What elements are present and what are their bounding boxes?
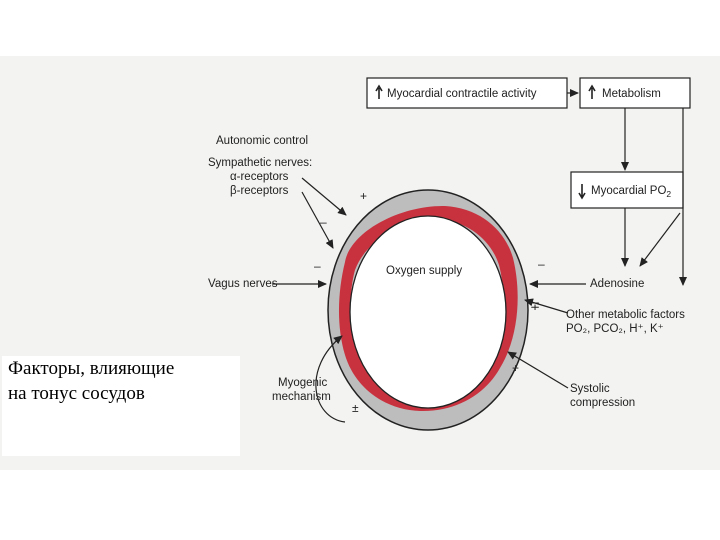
myogenic-sign: ±: [352, 401, 359, 415]
adenosine-sign: –: [538, 257, 545, 271]
vagus-nerves-label: Vagus nerves: [208, 278, 278, 290]
vessel-cross-section: [327, 189, 529, 431]
vagus-sign: –: [314, 259, 321, 273]
other-metabolic-label: Other metabolic factors: [566, 309, 685, 321]
other-metabolic-values: PO₂, PCO₂, H⁺, K⁺: [566, 323, 664, 335]
caption-line-2: на тонус сосудов: [8, 383, 145, 404]
systolic-sign: +: [512, 361, 519, 375]
metabolism-label: Metabolism: [602, 88, 661, 100]
beta-receptors-label: β-receptors: [230, 185, 289, 197]
flow-arrows: [567, 89, 687, 286]
autonomic-control-label: Autonomic control: [216, 135, 308, 147]
influence-arrows: [272, 177, 586, 423]
metabolism-box: Metabolism: [579, 77, 691, 109]
slide-caption: Факторы, влияющие на тонус сосудов: [2, 356, 240, 456]
up-arrow-icon: [375, 84, 383, 99]
alpha-receptors-label: α-receptors: [230, 171, 289, 183]
sympathetic-nerves-label: Sympathetic nerves:: [208, 157, 312, 169]
caption-line-1: Факторы, влияющие: [8, 358, 175, 379]
contractile-activity-box: Myocardial contractile activity: [366, 77, 568, 109]
beta-sign: –: [320, 215, 327, 229]
myogenic-label-line1: Myogenic: [278, 377, 327, 389]
alpha-sign: +: [360, 189, 367, 203]
up-arrow-icon: [588, 84, 596, 99]
contractile-activity-label: Myocardial contractile activity: [387, 88, 537, 100]
myocardial-po2-label: Myocardial PO2: [591, 185, 671, 199]
other-metabolic-sign: ∓: [530, 299, 540, 313]
systolic-label-line1: Systolic: [570, 383, 610, 395]
systolic-label-line2: compression: [570, 397, 635, 409]
adenosine-label: Adenosine: [590, 278, 644, 290]
down-arrow-icon: [578, 184, 586, 200]
myogenic-label-line2: mechanism: [272, 391, 331, 403]
myocardial-po2-box: Myocardial PO2: [570, 171, 684, 209]
oxygen-supply-label: Oxygen supply: [386, 265, 462, 277]
